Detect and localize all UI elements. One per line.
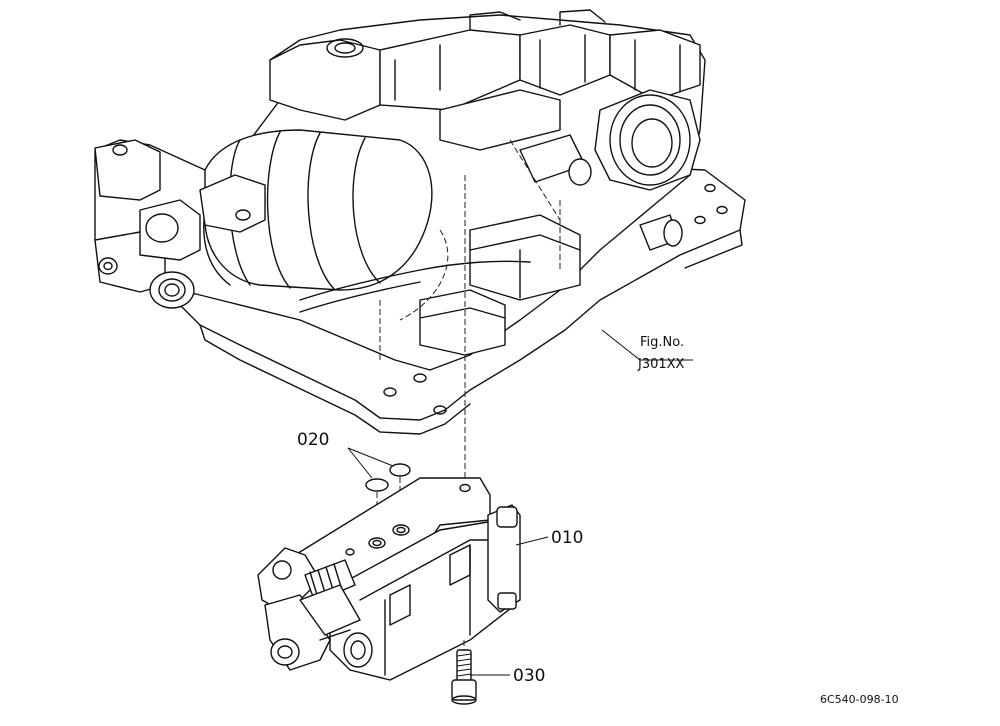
- drawing-code: 6C540-098-10: [820, 693, 899, 706]
- callout-010: 010: [551, 528, 583, 548]
- o-ring-left: [365, 478, 389, 492]
- leader-lines: [347, 329, 693, 676]
- o-ring-right: [389, 463, 411, 477]
- cap-bolt: [451, 640, 477, 705]
- transmission-housing: [94, 9, 746, 435]
- figure-ref-line2: J301XX: [637, 357, 685, 372]
- callout-030: 030: [513, 666, 545, 686]
- valve-assembly: [257, 477, 521, 681]
- callout-020: 020: [297, 430, 329, 450]
- figure-ref-line1: Fig.No.: [640, 335, 684, 350]
